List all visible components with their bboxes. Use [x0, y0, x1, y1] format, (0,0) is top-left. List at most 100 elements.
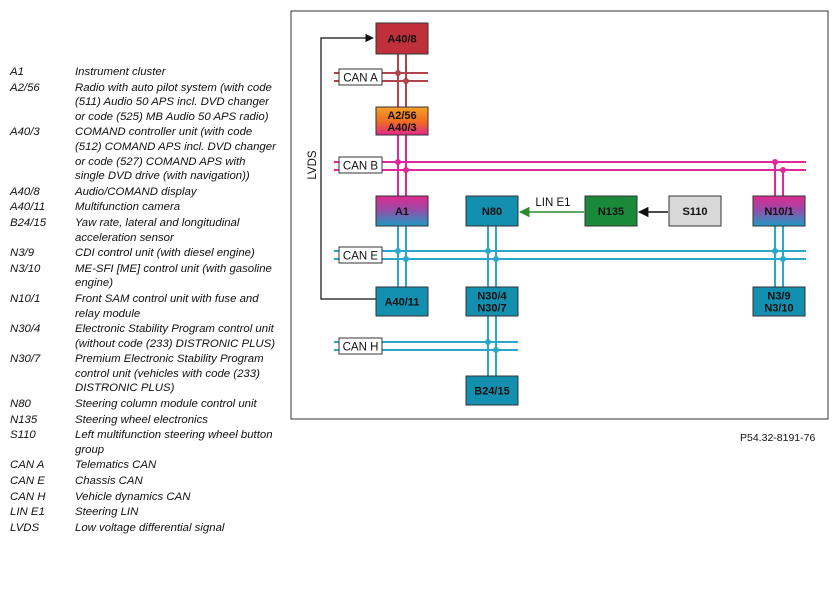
box-label: A2/56: [387, 110, 416, 122]
legend-code: S110: [10, 429, 36, 442]
legend-code: N3/10: [10, 262, 41, 275]
junction-dot: [485, 339, 491, 345]
legend-row-n135: N135 Steering wheel electronics: [10, 413, 278, 428]
can-h-label-text: CAN H: [343, 342, 379, 354]
box-a2-56-a40-3: A2/56 A40/3: [375, 106, 429, 136]
legend-row-n30-7: N30/7 Premium Electronic Stability Progra…: [10, 352, 278, 396]
legend-code: LVDS: [10, 521, 40, 534]
box-label: N3/10: [764, 303, 793, 315]
junction-dot: [780, 256, 786, 262]
box-n10-1: N10/1: [752, 195, 806, 227]
legend-code: A40/8: [10, 185, 40, 198]
legend-desc: Radio with auto pilot system (with code …: [75, 81, 272, 123]
junction-dot: [403, 256, 409, 262]
legend-row-n3-10: N3/10 ME-SFI [ME] control unit (with gaso…: [10, 262, 278, 291]
lvds-label: LVDS: [307, 150, 319, 180]
legend-desc: Steering wheel electronics: [75, 413, 208, 426]
legend-row-a40-3: A40/3 COMAND controller unit (with code (…: [10, 125, 278, 183]
can-a-label: CAN A: [338, 68, 383, 86]
legend-code: N135: [10, 413, 38, 426]
junction-dot: [403, 78, 409, 84]
legend-code: N30/4: [10, 323, 41, 336]
junction-dot: [395, 159, 401, 165]
legend-code: CAN A: [10, 459, 45, 472]
legend-row-b24-15: B24/15 Yaw rate, lateral and longitudinal…: [10, 216, 278, 245]
junction-dot: [395, 70, 401, 76]
legend-code: A2/56: [10, 81, 40, 94]
legend-code: N10/1: [10, 292, 41, 305]
legend-desc: CDI control unit (with diesel engine): [75, 247, 255, 260]
legend-desc: Premium Electronic Stability Program con…: [75, 353, 264, 395]
box-label: N30/7: [477, 303, 506, 315]
legend-code: B24/15: [10, 216, 47, 229]
box-label: N30/4: [477, 291, 507, 303]
legend-code: A40/3: [10, 126, 40, 139]
can-b-label: CAN B: [338, 156, 383, 174]
legend-desc: Steering LIN: [75, 506, 139, 519]
legend-row-n3-9: N3/9 CDI control unit (with diesel engine…: [10, 246, 278, 261]
legend-desc: Left multifunction steering wheel button…: [75, 429, 273, 456]
legend-desc: Multifunction camera: [75, 201, 181, 214]
legend-desc: Telematics CAN: [75, 459, 157, 472]
legend-desc: ME-SFI [ME] control unit (with gasoline …: [75, 262, 272, 290]
legend-desc: Instrument cluster: [75, 66, 166, 78]
legend-row-can-e: CAN E Chassis CAN: [10, 474, 278, 489]
legend-row-lin-e1: LIN E1 Steering LIN: [10, 505, 278, 520]
box-s110: S110: [668, 195, 722, 227]
box-label: S110: [682, 206, 707, 218]
box-n30-4-n30-7: N30/4 N30/7: [465, 286, 519, 317]
box-a1: A1: [375, 195, 429, 227]
legend-code: N80: [10, 398, 31, 411]
box-b24-15: B24/15: [465, 375, 519, 406]
can-b-label-text: CAN B: [343, 161, 378, 173]
legend-desc: Vehicle dynamics CAN: [75, 490, 191, 503]
legend-desc: COMAND controller unit (with code (512) …: [75, 126, 276, 183]
box-label: A40/8: [387, 34, 416, 46]
box-label: N3/9: [767, 291, 790, 303]
legend-row-can-h: CAN H Vehicle dynamics CAN: [10, 490, 278, 505]
box-label: A1: [395, 206, 409, 218]
box-label: N10/1: [764, 206, 793, 218]
box-a40-11: A40/11: [375, 286, 429, 317]
can-e-label: CAN E: [338, 246, 383, 264]
can-a-label-text: CAN A: [343, 73, 378, 85]
junction-dot: [485, 248, 491, 254]
box-label: B24/15: [474, 386, 509, 398]
legend-desc: Yaw rate, lateral and longitudinal accel…: [75, 216, 240, 244]
legend-row-a2-56: A2/56 Radio with auto pilot system (with …: [10, 81, 278, 125]
junction-dot: [493, 347, 499, 353]
box-n80: N80: [465, 195, 519, 227]
legend-code: CAN H: [10, 490, 46, 503]
legend-desc: Chassis CAN: [75, 475, 143, 488]
legend-row-a1: A1 Instrument cluster: [10, 65, 278, 80]
lvds-line: [320, 33, 376, 300]
legend-code: N3/9: [10, 247, 35, 260]
legend-code: CAN E: [10, 475, 45, 488]
junction-dot: [780, 167, 786, 173]
junction-dot: [493, 256, 499, 262]
can-b-bus: [334, 135, 806, 196]
legend-desc: Electronic Stability Program control uni…: [75, 323, 276, 350]
legend-desc: Low voltage differential signal: [75, 521, 225, 534]
legend-code: A1: [10, 66, 24, 78]
legend: A1 Instrument cluster A2/56 Radio with aut…: [10, 65, 278, 536]
can-e-label-text: CAN E: [343, 251, 378, 263]
can-h-label: CAN H: [338, 337, 383, 355]
junction-dot: [395, 248, 401, 254]
box-label: N135: [598, 206, 624, 218]
legend-code: LIN E1: [10, 506, 45, 519]
junction-dot: [772, 248, 778, 254]
legend-row-n30-4: N30/4 Electronic Stability Program contro…: [10, 322, 278, 351]
box-label: A40/3: [387, 122, 416, 134]
can-e-bus: [334, 226, 806, 287]
legend-code: N30/7: [10, 353, 41, 366]
box-label: N80: [482, 206, 502, 218]
legend-row-s110: S110 Left multifunction steering wheel bu…: [10, 428, 278, 457]
box-label: A40/11: [385, 297, 420, 309]
junction-dot: [772, 159, 778, 165]
